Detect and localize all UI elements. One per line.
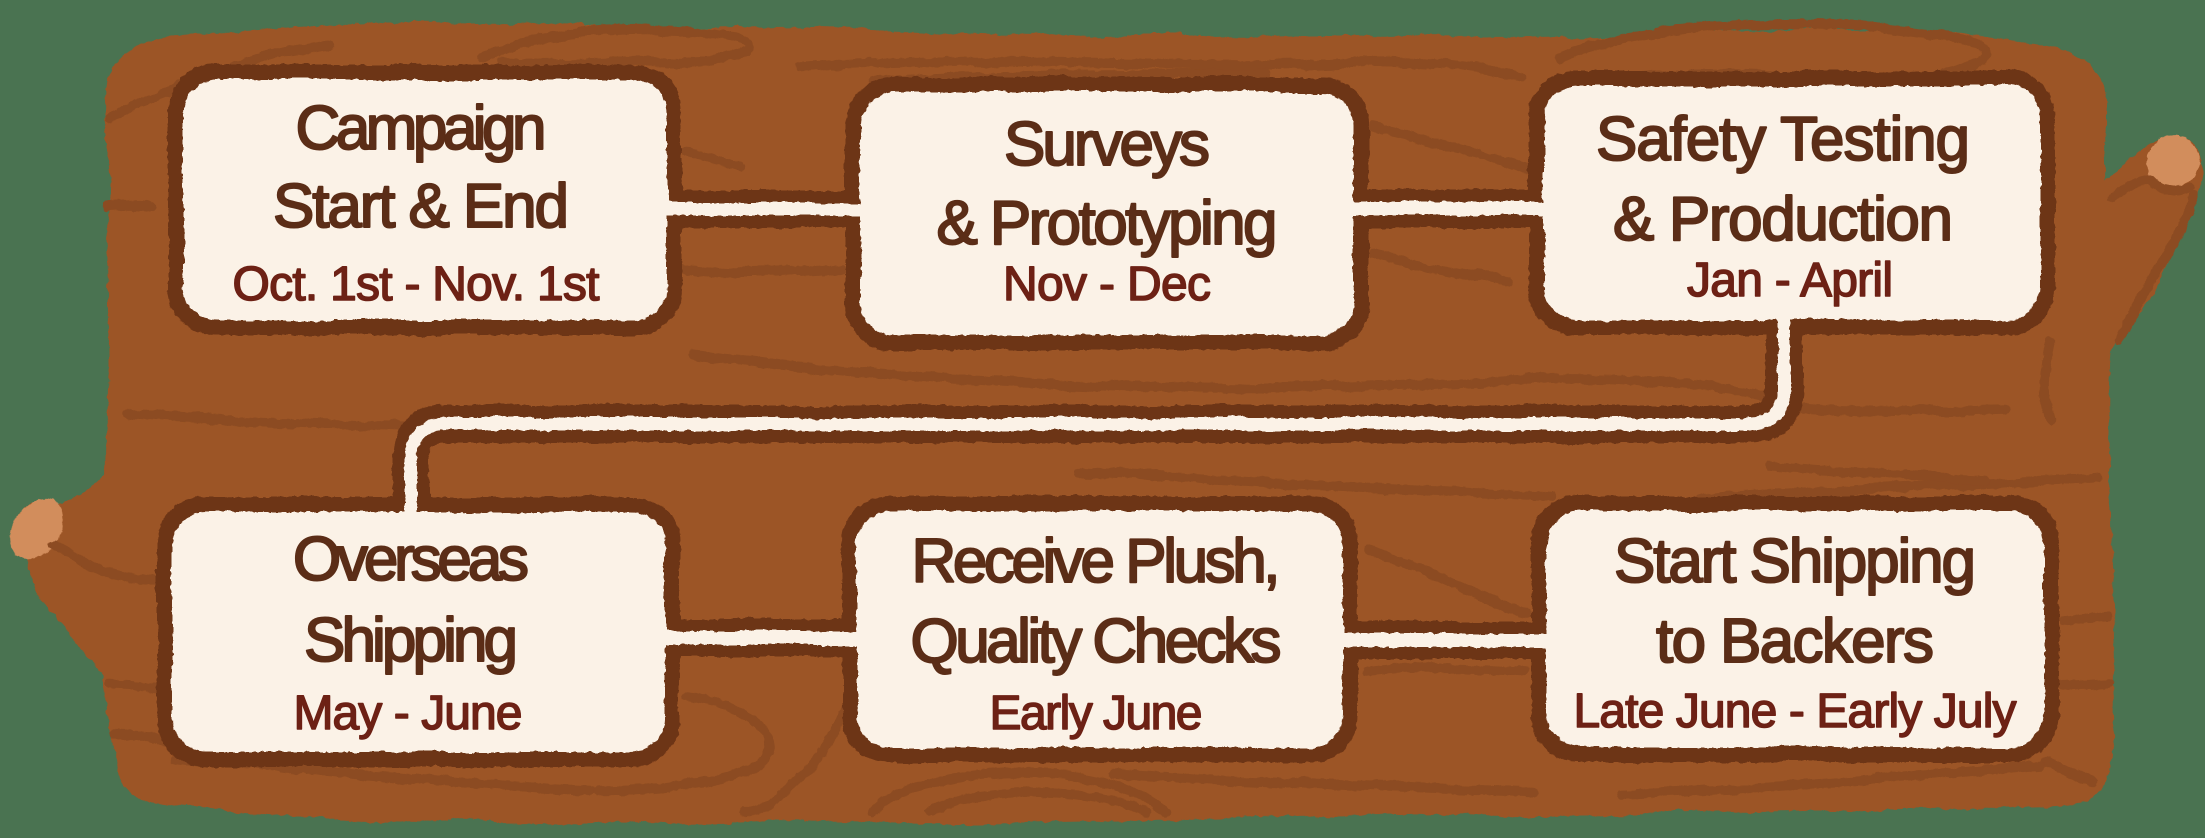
- svg-text:Early June: Early June: [990, 687, 1203, 740]
- svg-text:Quality Checks: Quality Checks: [911, 607, 1282, 676]
- svg-text:Nov - Dec: Nov - Dec: [1003, 258, 1211, 311]
- svg-text:Shipping: Shipping: [304, 606, 518, 675]
- svg-text:Jan - April: Jan - April: [1687, 254, 1893, 307]
- svg-text:Start Shipping: Start Shipping: [1614, 527, 1976, 596]
- svg-text:Receive Plush,: Receive Plush,: [912, 527, 1281, 596]
- svg-text:Overseas: Overseas: [293, 525, 529, 594]
- svg-text:to Backers: to Backers: [1656, 607, 1934, 676]
- svg-text:Late June - Early July: Late June - Early July: [1574, 685, 2017, 738]
- svg-text:Surveys: Surveys: [1004, 110, 1210, 179]
- svg-text:Safety Testing: Safety Testing: [1596, 105, 1970, 174]
- svg-text:Start & End: Start & End: [273, 172, 569, 241]
- svg-text:Oct. 1st - Nov. 1st: Oct. 1st - Nov. 1st: [233, 258, 600, 311]
- svg-text:May - June: May - June: [294, 687, 523, 740]
- svg-text:& Prototyping: & Prototyping: [937, 189, 1278, 258]
- svg-text:& Production: & Production: [1613, 185, 1953, 254]
- svg-text:Campaign: Campaign: [296, 94, 547, 163]
